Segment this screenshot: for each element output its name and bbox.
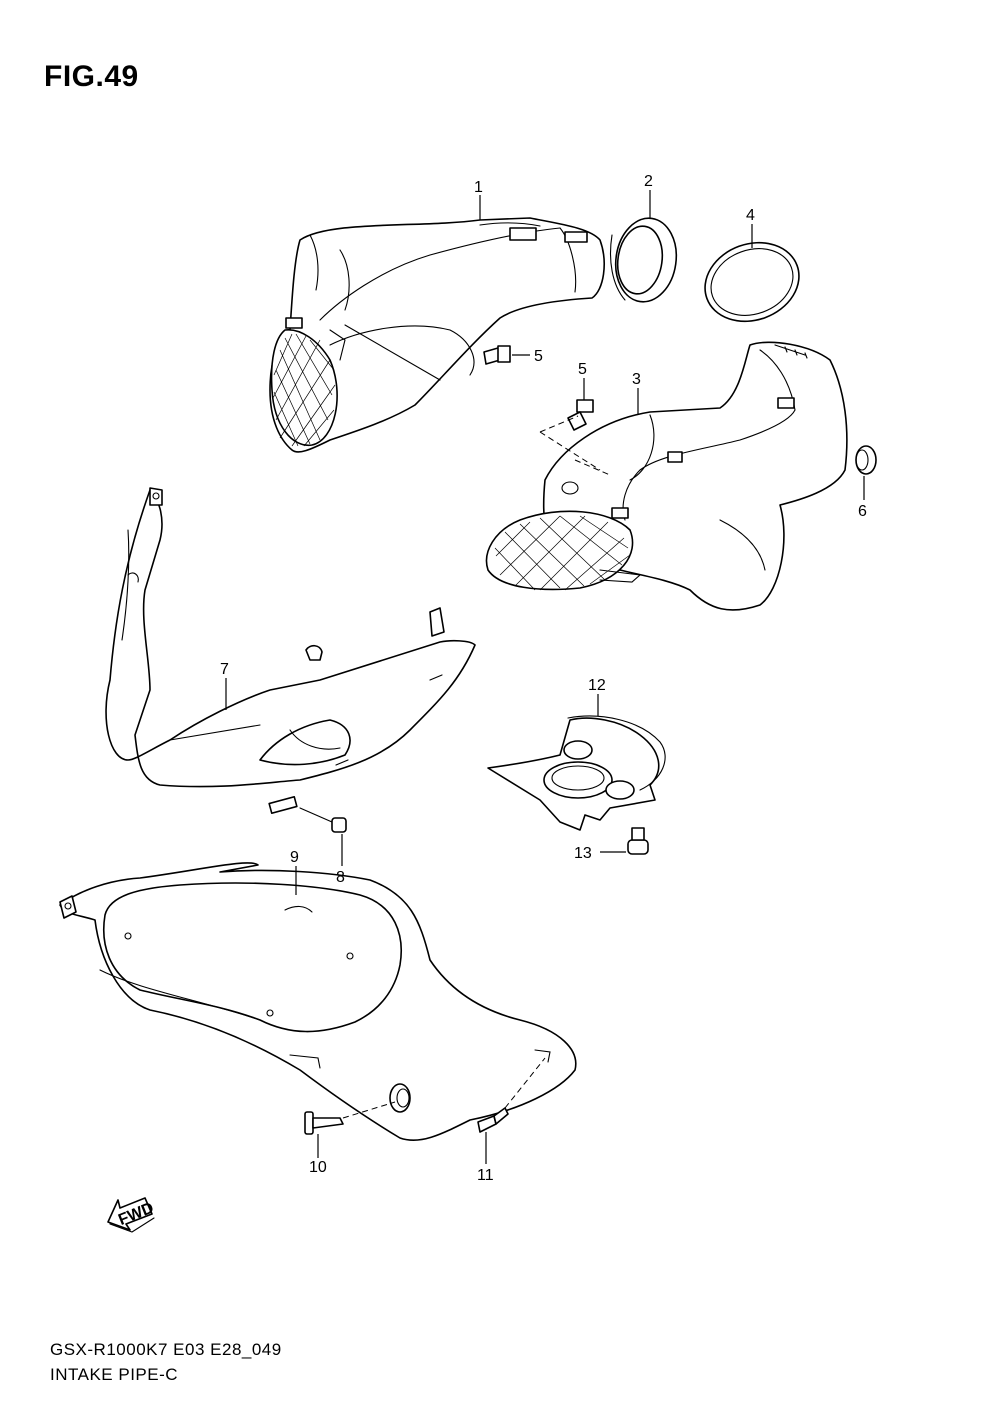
alignment-line: [539, 415, 611, 476]
callout-7: 7: [220, 661, 229, 678]
callout-10: 10: [309, 1159, 327, 1176]
part-12-heat-shield: [487, 715, 666, 831]
callout-12: 12: [588, 677, 606, 694]
callout-1: 1: [474, 179, 483, 196]
callout-9: 9: [290, 849, 299, 866]
part-4-seal-ring: [704, 241, 800, 323]
callout-2: 2: [644, 173, 653, 190]
callout-5-upper: 5: [534, 348, 543, 365]
callout-5-lower: 5: [578, 361, 587, 378]
part-13-screw: [627, 827, 649, 855]
callout-13: 13: [574, 845, 592, 862]
callout-4: 4: [746, 207, 755, 224]
part-1-intake-duct: [269, 217, 605, 453]
callout-6: 6: [858, 503, 867, 520]
part-6-grommet: [855, 445, 877, 475]
part-9-lower-cover: [59, 862, 577, 1142]
model-code: GSX-R1000K7 E03 E28_049: [50, 1340, 282, 1359]
figure-title: FIG.49: [44, 60, 139, 93]
forward-direction-arrow-icon: FWD: [107, 1197, 156, 1233]
part-5-screw-lower: [567, 399, 594, 431]
alignment-line: [344, 324, 441, 381]
part-5-screw-upper: [483, 345, 511, 365]
alignment-line: [342, 1101, 396, 1119]
callout-11: 11: [477, 1167, 494, 1184]
section-name: INTAKE PIPE-C: [50, 1365, 179, 1384]
callout-3: 3: [632, 371, 641, 388]
part-8-bolt: [299, 807, 347, 833]
part-11-push-rivet: [477, 1107, 509, 1133]
part-10-push-rivet: [304, 1111, 344, 1135]
part-2-sleeve-ring: [609, 217, 678, 303]
part-7-inner-cover: [105, 487, 476, 814]
part-3-intake-duct: [485, 341, 848, 611]
alignment-line: [504, 1057, 546, 1109]
callout-8: 8: [336, 869, 345, 886]
